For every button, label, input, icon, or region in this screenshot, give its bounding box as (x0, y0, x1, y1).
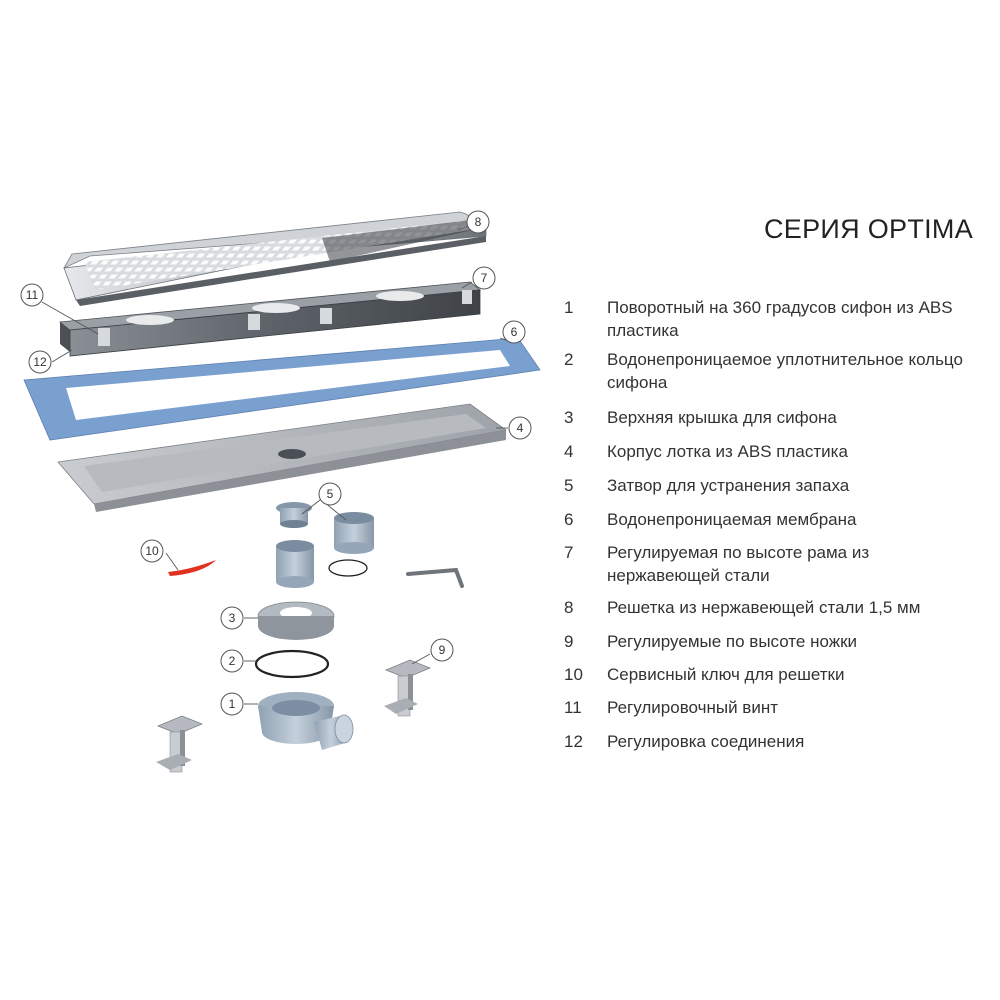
callout-6: 6 (502, 320, 526, 344)
legend-number: 6 (564, 510, 574, 529)
siphon-top-cover (257, 601, 335, 640)
callout-5: 5 (318, 482, 342, 506)
legend-text: Поворотный на 360 градусов сифон из ABS … (607, 298, 953, 340)
svg-text:8: 8 (475, 215, 482, 229)
svg-text:11: 11 (26, 288, 39, 302)
svg-text:4: 4 (517, 421, 524, 435)
svg-text:9: 9 (439, 643, 446, 657)
callout-7: 7 (472, 266, 496, 290)
legend-text: Решетка из нержавеющей стали 1,5 мм (607, 598, 921, 617)
callout-11: 11 (20, 283, 44, 307)
legend-number: 10 (564, 665, 583, 684)
hex-wrench (406, 567, 464, 588)
callout-3: 3 (220, 606, 244, 630)
legend-item: 1 Поворотный на 360 градусов сифон из ABS… (564, 296, 977, 342)
legend-item: 8 Решетка из нержавеющей стали 1,5 мм (564, 596, 977, 619)
legend-number: 12 (564, 732, 583, 751)
legend-item: 2 Водонепроницаемое уплотнительное кольцо… (564, 348, 977, 394)
legend-text: Затвор для устранения запаха (607, 476, 850, 495)
callout-12: 12 (28, 350, 52, 374)
legend-text: Водонепроницаемое уплотнительное кольцо … (607, 350, 963, 392)
callout-markers: 8 7 11 6 12 4 5 10 3 9 2 1 (20, 210, 532, 716)
legend-text: Регулировочный винт (607, 698, 779, 717)
drain-tray-body (57, 403, 507, 512)
svg-text:1: 1 (229, 697, 236, 711)
svg-text:6: 6 (511, 325, 518, 339)
callout-10: 10 (140, 539, 164, 563)
callout-2: 2 (220, 649, 244, 673)
legend-text: Регулировка соединения (607, 732, 805, 751)
svg-text:10: 10 (145, 544, 159, 558)
odor-trap (276, 502, 374, 588)
legend-number: 11 (564, 698, 582, 717)
legend-text: Регулируемая по высоте рама из нержавеющ… (607, 543, 870, 585)
legend-item: 5 Затвор для устранения запаха (564, 474, 977, 497)
siphon-seal-ring (254, 649, 330, 679)
legend-text: Верхняя крышка для сифона (607, 408, 837, 427)
callout-8: 8 (466, 210, 490, 234)
adjustable-leg (384, 659, 432, 717)
svg-text:2: 2 (229, 654, 236, 668)
exploded-diagram: 8 7 11 6 12 4 5 10 3 9 2 1 (20, 210, 541, 773)
callout-1: 1 (220, 692, 244, 716)
svg-text:3: 3 (229, 611, 236, 625)
legend-text: Регулируемые по высоте ножки (607, 632, 858, 651)
waterproof-membrane (23, 337, 541, 441)
legend-item: 12 Регулировка соединения (564, 730, 977, 753)
adjustable-leg (156, 715, 204, 773)
legend-text: Корпус лотка из ABS пластика (607, 442, 848, 461)
legend-item: 9 Регулируемые по высоте ножки (564, 630, 977, 653)
legend-item: 7 Регулируемая по высоте рама из нержавею… (564, 541, 977, 587)
legend-number: 8 (564, 598, 574, 617)
callout-4: 4 (508, 416, 532, 440)
legend-item: 11 Регулировочный винт (564, 696, 977, 719)
rotating-siphon (258, 692, 354, 750)
service-key (168, 560, 216, 576)
legend-number: 9 (564, 632, 574, 651)
legend-number: 3 (564, 408, 574, 427)
legend-text: Водонепроницаемая мембрана (607, 510, 857, 529)
legend-item: 3 Верхняя крышка для сифона (564, 406, 977, 429)
height-adjustable-frame (58, 281, 482, 357)
grate (63, 211, 488, 306)
svg-text:5: 5 (327, 487, 334, 501)
callout-9: 9 (430, 638, 454, 662)
legend-number: 5 (564, 476, 574, 495)
legend-number: 7 (564, 543, 574, 562)
legend-item: 10 Сервисный ключ для решетки (564, 663, 977, 686)
legend-number: 1 (564, 298, 574, 317)
series-title: СЕРИЯ OPTIMA (764, 214, 974, 244)
svg-text:7: 7 (481, 271, 488, 285)
legend-number: 2 (564, 350, 574, 369)
svg-text:12: 12 (33, 355, 47, 369)
legend-item: 6 Водонепроницаемая мембрана (564, 508, 977, 531)
legend-number: 4 (564, 442, 574, 461)
legend-text: Сервисный ключ для решетки (607, 665, 845, 684)
legend-item: 4 Корпус лотка из ABS пластика (564, 440, 977, 463)
